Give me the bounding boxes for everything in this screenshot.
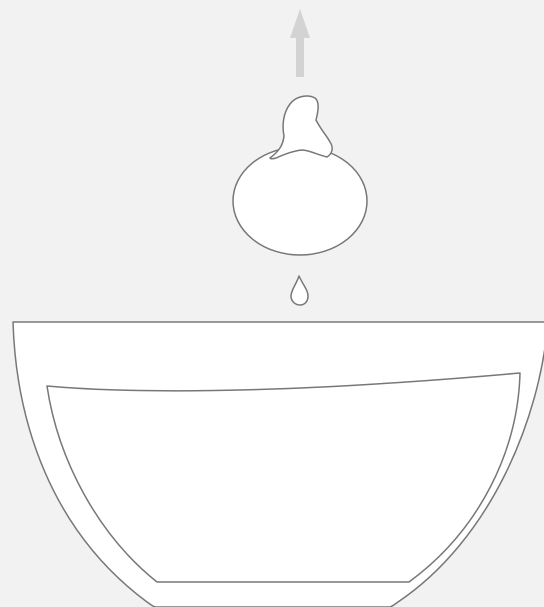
up-arrow-icon xyxy=(290,9,310,77)
fruit-stem-cap xyxy=(270,96,332,159)
water-drop-icon xyxy=(291,276,308,305)
up-arrow-head xyxy=(290,9,310,38)
fruit-icon xyxy=(233,96,367,255)
up-arrow-shaft xyxy=(296,36,304,77)
fruit-body xyxy=(233,147,367,255)
bowl-icon xyxy=(13,322,544,607)
